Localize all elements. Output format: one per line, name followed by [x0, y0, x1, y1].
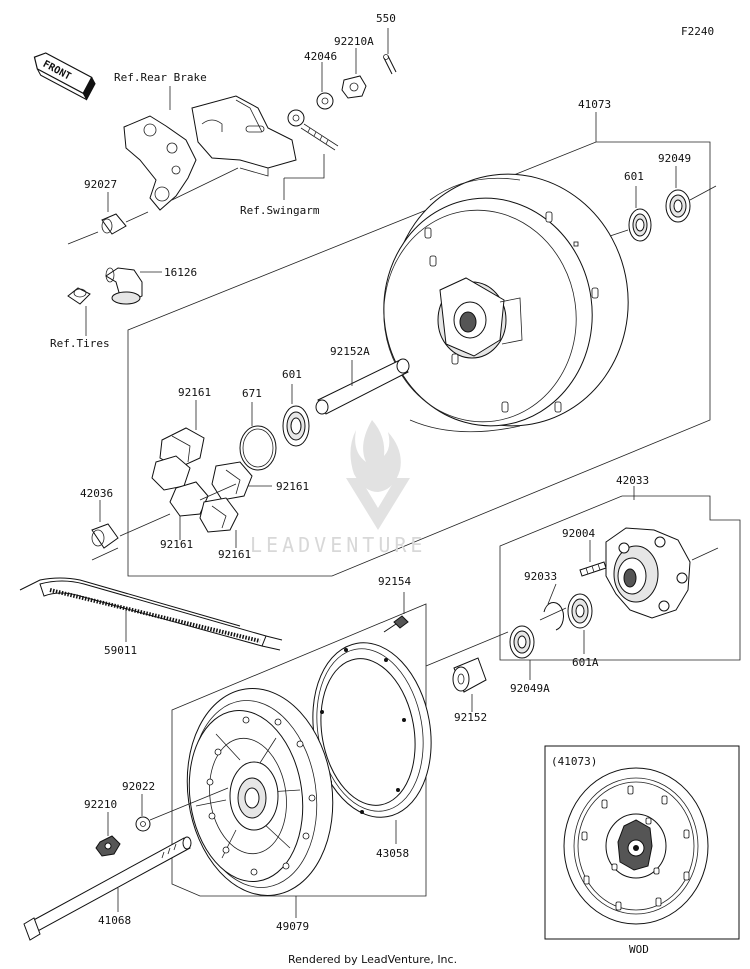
collar-92027 — [101, 213, 127, 235]
axle-line-hub-right — [609, 185, 717, 237]
label-92152: 92152 — [454, 711, 487, 724]
watermark: LEADVENTURE — [250, 420, 426, 557]
axle-stud — [287, 109, 339, 151]
washer-42046 — [316, 92, 334, 110]
label-92210: 92210 — [84, 798, 117, 811]
label-92161-a: 92161 — [178, 386, 211, 399]
label-92027: 92027 — [84, 178, 117, 191]
label-92161-c: 92161 — [160, 538, 193, 551]
label-601-top: 601 — [624, 170, 644, 183]
damper-92161-e — [199, 497, 239, 533]
label-92004: 92004 — [562, 527, 595, 540]
castle-nut-92210A — [341, 75, 367, 99]
label-41073: 41073 — [578, 98, 611, 111]
label-92022: 92022 — [122, 780, 155, 793]
label-671: 671 — [242, 387, 262, 400]
rear-wheel-49079 — [186, 688, 334, 896]
inset-wod: (41073) WOD — [544, 745, 740, 956]
label-92161-d: 92161 — [218, 548, 251, 561]
axle-line-mid — [91, 483, 237, 561]
label-42036: 42036 — [80, 487, 113, 500]
label-92152A: 92152A — [330, 345, 370, 358]
spacer-92152A — [315, 358, 410, 415]
seal-92049 — [665, 189, 691, 223]
axle-41068 — [23, 836, 192, 941]
label-59011: 59011 — [104, 644, 137, 657]
leader-92033 — [547, 583, 557, 605]
watermark-text: LEADVENTURE — [250, 533, 426, 557]
inset-ref: (41073) — [551, 755, 597, 768]
diagram-code: F2240 — [681, 25, 714, 38]
front-arrow-icon: FRONT — [33, 52, 96, 101]
valve-cap — [67, 287, 91, 305]
rim-slots — [424, 211, 599, 413]
circlip-92033 — [543, 601, 564, 631]
collar-92152 — [452, 657, 487, 693]
inset-caption: WOD — [629, 943, 649, 956]
valve-16126 — [105, 267, 143, 305]
label-16126: 16126 — [164, 266, 197, 279]
sprocket-43058 — [312, 642, 432, 818]
label-43058: 43058 — [376, 847, 409, 860]
label-92049: 92049 — [658, 152, 691, 165]
rear-brake-bracket — [123, 115, 197, 211]
washer-92022 — [135, 816, 151, 832]
label-ref-tires: Ref.Tires — [50, 337, 110, 350]
nut-92210 — [95, 835, 121, 857]
label-92210A: 92210A — [334, 35, 374, 48]
damper-92161-d — [169, 481, 209, 517]
swingarm-plate — [191, 95, 297, 177]
group-frame-hub — [499, 495, 741, 661]
label-41068: 41068 — [98, 914, 131, 927]
bearing-601-top — [628, 208, 652, 242]
label-92049A: 92049A — [510, 682, 550, 695]
label-42033: 42033 — [616, 474, 649, 487]
label-ref-swingarm: Ref.Swingarm — [240, 204, 320, 217]
footer-credit: Rendered by LeadVenture, Inc. — [288, 953, 457, 966]
bearing-601-mid — [282, 405, 310, 447]
o-ring-671 — [239, 425, 277, 471]
seal-92049A — [509, 625, 535, 659]
axle-line-hub — [425, 547, 719, 667]
axle-line-top — [67, 167, 239, 245]
label-49079: 49079 — [276, 920, 309, 933]
stud-92004 — [579, 561, 607, 577]
damper-92161-c — [211, 461, 253, 501]
flame-logo-icon — [346, 420, 410, 530]
label-ref-rear-brake: Ref.Rear Brake — [114, 71, 207, 84]
label-92154: 92154 — [378, 575, 411, 588]
label-601-mid: 601 — [282, 368, 302, 381]
leader-ref-swingarm — [283, 154, 325, 200]
label-42046: 42046 — [304, 50, 337, 63]
bolt-92154 — [383, 615, 409, 633]
drive-belt-59011 — [19, 577, 283, 651]
collar-42036 — [91, 523, 119, 549]
axle-line-lower — [149, 787, 229, 821]
cotter-pin-550 — [383, 54, 397, 75]
hub-flange-42033 — [605, 527, 691, 619]
wheel-rim-41073 — [383, 173, 629, 433]
label-550: 550 — [376, 12, 396, 25]
bearing-601A — [567, 593, 593, 629]
label-601A: 601A — [572, 656, 599, 669]
label-92033: 92033 — [524, 570, 557, 583]
label-92161-b: 92161 — [276, 480, 309, 493]
